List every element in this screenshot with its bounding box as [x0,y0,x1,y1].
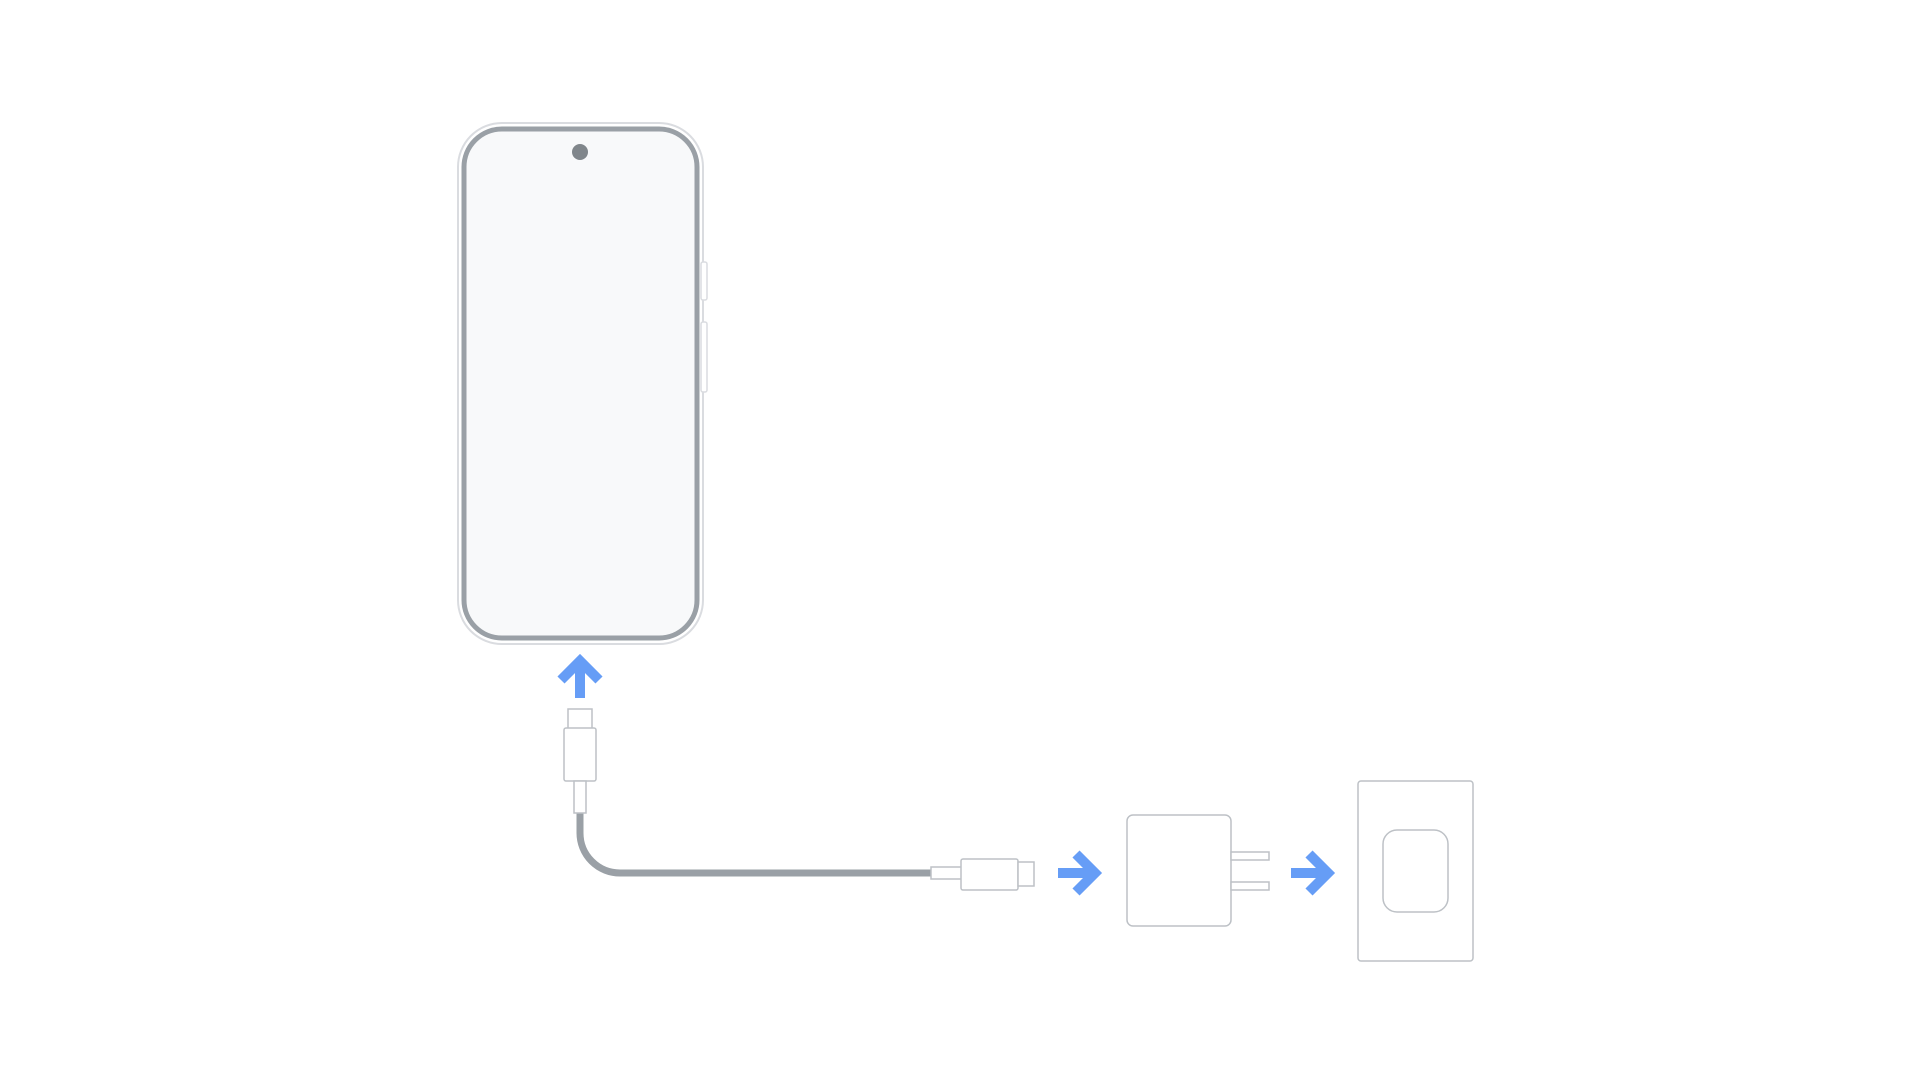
arrow-right-icon [1291,850,1336,896]
adapter-prong-top [1230,851,1270,861]
wall-outlet-icon [1357,780,1474,962]
adapter-prong-bottom [1230,881,1270,891]
cable-right-strain-relief [930,866,963,880]
cable-top-strain-relief [573,780,587,814]
outlet-socket [1382,829,1449,913]
arrow-up-icon [557,653,603,698]
phone-side-button-top [700,261,708,301]
cable-top-plug-tip [567,708,593,730]
cable-top-plug-housing [563,727,597,782]
adapter-body [1126,814,1232,927]
cable-right-plug-tip [1017,861,1035,887]
phone-screen [461,126,700,641]
smartphone-icon [457,122,708,645]
arrow-right-icon [1058,850,1103,896]
front-camera-icon [572,144,588,160]
cable-cord [576,812,932,877]
phone-side-button-bottom [700,321,708,393]
power-adapter-icon [1126,814,1270,927]
usb-c-cable-icon [563,708,1035,891]
cable-right-plug-housing [960,858,1019,891]
